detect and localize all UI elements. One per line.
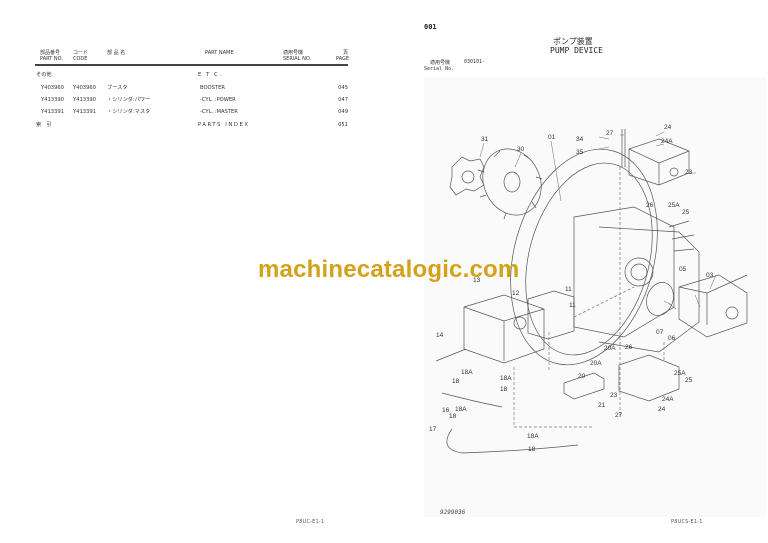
page-footer-right: P8UCS-E1-1	[671, 519, 703, 525]
svg-text:18A: 18A	[500, 375, 512, 382]
control-valve-block-icon	[463, 294, 545, 364]
page-ref[interactable]: 049	[338, 109, 348, 115]
drawing-number: 9299036	[440, 509, 466, 516]
solenoid-valve-icon	[563, 372, 605, 400]
svg-text:03: 03	[706, 272, 714, 279]
figure-title-en: PUMP DEVICE	[550, 46, 603, 55]
o-ring-icon	[646, 282, 674, 316]
section-heading-etc: その他 E T C.	[36, 72, 223, 78]
svg-text:24: 24	[664, 124, 672, 131]
svg-text:11: 11	[569, 302, 576, 309]
part-name-en: -CYL. :MASTER	[200, 109, 238, 115]
svg-text:26: 26	[625, 344, 633, 351]
part-name-jp: ブースタ	[107, 85, 128, 91]
valve-block-top-icon	[628, 138, 690, 186]
header-code: コード CODE	[73, 50, 89, 62]
svg-text:20A: 20A	[590, 360, 602, 367]
header-part-no: 部品番号 PART NO.	[40, 50, 63, 62]
svg-text:20: 20	[578, 373, 586, 380]
page-footer-left: P8UC-E1-1	[296, 519, 325, 525]
figure-title-jp: ポンプ装置	[553, 37, 593, 46]
svg-text:34: 34	[576, 136, 584, 143]
svg-text:01: 01	[548, 134, 556, 141]
part-name-en: BOOSTER	[200, 85, 225, 91]
svg-text:24A: 24A	[662, 396, 674, 403]
header-part-name-en: PART NAME	[205, 50, 234, 56]
svg-text:17: 17	[429, 426, 437, 433]
serial-label-jp: 適用号機	[430, 60, 451, 66]
page-ref[interactable]: 045	[338, 85, 348, 91]
bolt-icon	[621, 129, 626, 167]
svg-text:18A: 18A	[461, 369, 473, 376]
svg-text:14: 14	[436, 332, 444, 339]
watermark-text: machinecatalogic.com	[258, 256, 520, 283]
page-ref[interactable]: 047	[338, 97, 348, 103]
svg-text:05: 05	[679, 266, 687, 273]
section-heading-parts-index[interactable]: 索 引 PARTS INDEX 051	[36, 122, 348, 128]
part-name-en: -CYL. :POWER	[200, 97, 236, 103]
svg-text:07: 07	[656, 329, 664, 336]
svg-text:13: 13	[473, 277, 481, 284]
table-row[interactable]: Y413391 Y413391 ・シリンダ:マスタ -CYL. :MASTER …	[35, 108, 348, 116]
svg-text:06: 06	[668, 335, 676, 342]
svg-text:11: 11	[565, 286, 572, 293]
part-no: Y413390	[41, 97, 64, 103]
svg-text:31: 31	[481, 136, 489, 143]
serial-label-en: Serial No.	[424, 66, 455, 72]
part-name-jp: ・シリンダ:マスタ	[107, 109, 151, 115]
hose-16-icon	[441, 392, 503, 408]
svg-text:25: 25	[682, 209, 690, 216]
header-part-name-jp: 部 品 名	[107, 50, 126, 56]
svg-text:35: 35	[576, 149, 584, 156]
table-row[interactable]: Y403960 Y403960 ブースタ BOOSTER 045	[35, 84, 348, 92]
serial-value: 030101-	[464, 59, 486, 65]
block-icon	[527, 290, 575, 340]
part-name-jp: ・シリンダ:パワー	[107, 97, 151, 103]
svg-text:24A: 24A	[661, 138, 673, 145]
svg-text:18: 18	[528, 446, 536, 453]
part-no: Y403960	[41, 85, 64, 91]
svg-text:18A: 18A	[455, 406, 467, 413]
valve-block-bottom-icon	[618, 354, 680, 402]
pump-device-drawing: 31 30 01 34 35 27 24 24A 23 26 25A 25 05…	[429, 124, 748, 454]
code: Y413391	[73, 109, 96, 115]
rubber-coupling-icon	[477, 148, 543, 220]
svg-text:24: 24	[658, 406, 666, 413]
code: Y413390	[73, 97, 96, 103]
callout-labels: 31 30 01 34 35 27 24 24A 23 26 25A 25 05…	[429, 124, 714, 453]
svg-text:30: 30	[517, 146, 525, 153]
gear-pump-icon	[678, 274, 748, 338]
svg-text:25: 25	[685, 377, 693, 384]
long-bolt-icon	[435, 348, 467, 362]
svg-text:16: 16	[442, 407, 450, 414]
svg-text:18A: 18A	[527, 433, 539, 440]
svg-text:23: 23	[610, 392, 618, 399]
index-table-header: 部品番号 PART NO. コード CODE 部 品 名 PART NAME 適…	[35, 50, 350, 72]
header-serial: 適用号機 SERIAL NO.	[283, 50, 312, 62]
svg-text:27: 27	[615, 412, 623, 419]
code: Y403960	[73, 85, 96, 91]
table-row[interactable]: Y413390 Y413390 ・シリンダ:パワー -CYL. :POWER 0…	[35, 96, 348, 104]
svg-text:26: 26	[646, 202, 654, 209]
header-divider	[35, 64, 348, 66]
svg-text:27: 27	[606, 130, 614, 137]
svg-text:25A: 25A	[668, 202, 680, 209]
pump-housing-icon	[510, 148, 700, 366]
svg-text:18: 18	[500, 386, 508, 393]
header-page: 頁 PAGE	[336, 50, 350, 62]
hose-17-icon	[446, 428, 579, 454]
svg-text:20A: 20A	[604, 345, 616, 352]
svg-text:18: 18	[452, 378, 460, 385]
svg-text:23: 23	[685, 169, 693, 176]
part-no: Y413391	[41, 109, 64, 115]
svg-text:21: 21	[598, 402, 606, 409]
svg-text:18: 18	[449, 413, 457, 420]
exploded-parts-diagram: 31 30 01 34 35 27 24 24A 23 26 25A 25 05…	[424, 77, 766, 517]
svg-text:25A: 25A	[674, 370, 686, 377]
figure-number: 001	[424, 23, 437, 31]
coupling-hub-icon	[449, 156, 485, 196]
svg-text:12: 12	[512, 290, 520, 297]
page-ref[interactable]: 051	[338, 122, 348, 128]
